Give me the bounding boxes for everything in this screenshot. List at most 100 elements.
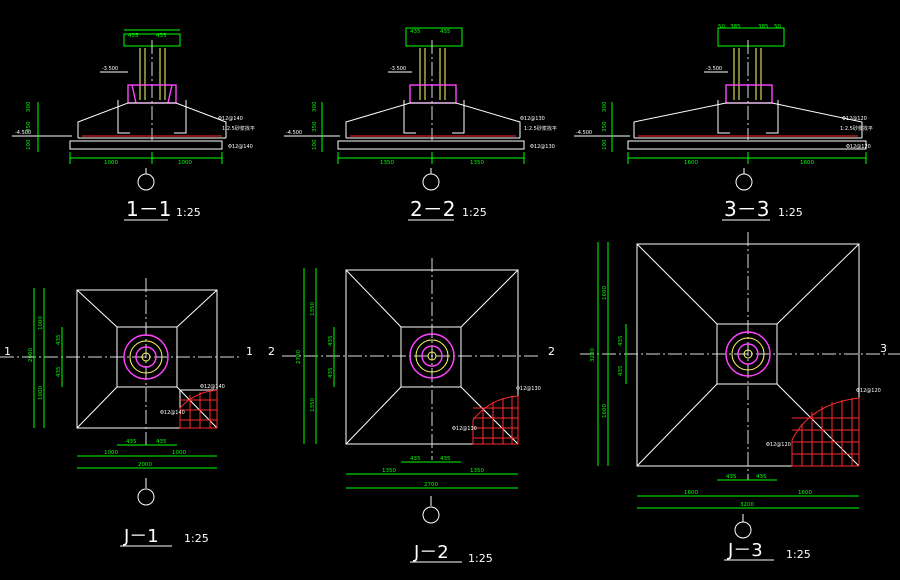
rebar-mesh bbox=[472, 395, 519, 445]
svg-text:1000: 1000 bbox=[104, 160, 118, 166]
svg-text:Φ12@140: Φ12@140 bbox=[160, 410, 185, 416]
footing-profile bbox=[345, 102, 521, 138]
svg-text:1:25: 1:25 bbox=[778, 206, 803, 219]
svg-text:435: 435 bbox=[618, 335, 624, 346]
svg-text:435: 435 bbox=[410, 456, 421, 462]
rebar-mesh bbox=[791, 397, 860, 467]
svg-text:385: 385 bbox=[758, 24, 769, 30]
anchor-bolts bbox=[419, 48, 446, 100]
rebar-label: Φ12@140 bbox=[218, 116, 243, 122]
blinding-layer bbox=[69, 140, 223, 150]
footing-profile bbox=[77, 102, 227, 138]
svg-text:1350: 1350 bbox=[380, 160, 394, 166]
svg-text:1:2.5砂浆找平: 1:2.5砂浆找平 bbox=[524, 125, 557, 132]
svg-text:Φ12@130: Φ12@130 bbox=[452, 426, 477, 432]
svg-text:2700: 2700 bbox=[424, 482, 438, 488]
footing-outline bbox=[76, 289, 218, 429]
svg-text:1600: 1600 bbox=[800, 160, 814, 166]
svg-text:1350: 1350 bbox=[470, 468, 484, 474]
svg-text:1:25: 1:25 bbox=[786, 548, 811, 561]
svg-text:Φ12@120: Φ12@120 bbox=[842, 116, 867, 122]
svg-text:1600: 1600 bbox=[602, 286, 608, 300]
svg-text:Φ12@120: Φ12@120 bbox=[856, 388, 881, 394]
svg-text:435: 435 bbox=[410, 29, 421, 35]
svg-text:2700: 2700 bbox=[296, 350, 302, 364]
svg-text:1000: 1000 bbox=[38, 316, 44, 330]
section-2-2: 435 435 -3.500 -4.500 300 350 100 Φ12@13… bbox=[284, 27, 557, 221]
rebar-mesh bbox=[179, 389, 218, 429]
svg-text:300: 300 bbox=[602, 101, 608, 112]
svg-text:2000: 2000 bbox=[138, 462, 152, 468]
svg-text:350: 350 bbox=[312, 121, 318, 132]
svg-text:100: 100 bbox=[26, 139, 32, 150]
svg-text:Φ12@120: Φ12@120 bbox=[846, 144, 871, 150]
note-label: 1:2.5砂浆找平 bbox=[222, 125, 255, 132]
anchor-bolts bbox=[733, 48, 762, 100]
footing-profile bbox=[633, 102, 863, 138]
svg-text:-3.500: -3.500 bbox=[390, 66, 406, 72]
plan-j-1: Φ12@140 Φ12@140 1 1 2000 1000 1000 435 4… bbox=[0, 278, 253, 547]
svg-text:1000: 1000 bbox=[104, 450, 118, 456]
svg-text:435: 435 bbox=[440, 29, 451, 35]
svg-text:3200: 3200 bbox=[740, 502, 754, 508]
svg-text:300: 300 bbox=[312, 101, 318, 112]
plan-title: J－3 bbox=[727, 540, 763, 561]
axis-label: 1 bbox=[246, 345, 253, 358]
svg-text:3: 3 bbox=[880, 342, 887, 355]
scale-label: 1:25 bbox=[176, 206, 201, 219]
anchor-bolts bbox=[139, 48, 166, 100]
section-title: 2－2 bbox=[410, 197, 455, 221]
pedestal-outline bbox=[400, 326, 462, 388]
svg-text:435: 435 bbox=[56, 334, 62, 345]
svg-text:1350: 1350 bbox=[382, 468, 396, 474]
section-title: 3－3 bbox=[724, 197, 769, 221]
svg-text:1:25: 1:25 bbox=[462, 206, 487, 219]
svg-text:435: 435 bbox=[726, 474, 737, 480]
svg-text:2: 2 bbox=[548, 345, 555, 358]
svg-text:435: 435 bbox=[56, 366, 62, 377]
svg-text:435: 435 bbox=[126, 439, 137, 445]
svg-text:435: 435 bbox=[156, 439, 167, 445]
section-1-1: 435 435 -3.500 -4.500 300 350 100 Φ12@14… bbox=[12, 29, 255, 221]
svg-text:1:25: 1:25 bbox=[184, 532, 209, 545]
axis-label: 1 bbox=[4, 345, 11, 358]
svg-text:385: 385 bbox=[730, 24, 741, 30]
svg-text:1000: 1000 bbox=[38, 386, 44, 400]
svg-text:435: 435 bbox=[440, 456, 451, 462]
svg-text:1000: 1000 bbox=[172, 450, 186, 456]
dim-text: 435 bbox=[128, 33, 139, 39]
base-plate bbox=[409, 84, 457, 104]
section-3-3: 50 385 385 50 -3.500 -4.500 300 350 100 … bbox=[574, 24, 873, 221]
svg-text:50: 50 bbox=[718, 24, 725, 30]
svg-text:Φ12@130: Φ12@130 bbox=[516, 386, 541, 392]
svg-text:Φ12@140: Φ12@140 bbox=[200, 384, 225, 390]
svg-text:1350: 1350 bbox=[470, 160, 484, 166]
svg-text:1600: 1600 bbox=[798, 490, 812, 496]
svg-text:350: 350 bbox=[602, 121, 608, 132]
svg-text:1600: 1600 bbox=[602, 404, 608, 418]
svg-text:2000: 2000 bbox=[28, 348, 34, 362]
svg-text:435: 435 bbox=[756, 474, 767, 480]
section-title: 1－1 bbox=[126, 197, 171, 221]
svg-text:50: 50 bbox=[774, 24, 781, 30]
svg-text:300: 300 bbox=[26, 101, 32, 112]
level-label: -3.500 bbox=[102, 66, 118, 72]
svg-text:Φ12@120: Φ12@120 bbox=[766, 442, 791, 448]
dim-text: 435 bbox=[156, 33, 167, 39]
svg-text:1:2.5砂浆找平: 1:2.5砂浆找平 bbox=[840, 125, 873, 132]
svg-text:435: 435 bbox=[328, 335, 334, 346]
svg-text:1350: 1350 bbox=[310, 302, 316, 316]
rebar-label: Φ12@140 bbox=[228, 144, 253, 150]
svg-text:435: 435 bbox=[328, 367, 334, 378]
svg-text:Φ12@130: Φ12@130 bbox=[520, 116, 545, 122]
plan-j-3: Φ12@120 Φ12@120 3 3200 1600 1600 435 435… bbox=[580, 232, 900, 561]
svg-text:100: 100 bbox=[602, 139, 608, 150]
plan-j-2: Φ12@130 Φ12@130 2 2 2700 1350 1350 435 4… bbox=[268, 258, 555, 565]
svg-text:-3.500: -3.500 bbox=[706, 66, 722, 72]
svg-text:2: 2 bbox=[268, 345, 275, 358]
axis-bubble bbox=[137, 173, 155, 191]
svg-text:Φ12@130: Φ12@130 bbox=[530, 144, 555, 150]
plan-title: J－2 bbox=[413, 542, 449, 563]
svg-text:1600: 1600 bbox=[684, 490, 698, 496]
